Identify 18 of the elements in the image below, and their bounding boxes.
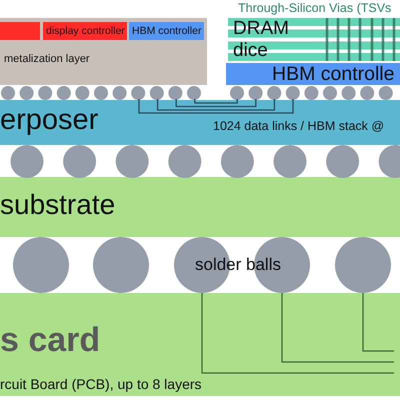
layer-label: metalization layer — [4, 53, 90, 66]
interposer-layer — [0, 100, 400, 145]
controller-block — [43, 22, 127, 40]
tsv-label: Through-Silicon Vias (TSVs — [238, 1, 392, 16]
die-block — [0, 18, 207, 85]
logic-block — [0, 22, 40, 40]
controller-block — [129, 22, 204, 40]
substrate-layer — [0, 177, 400, 237]
controller-block — [226, 63, 400, 85]
layer-title: s card — [0, 321, 100, 360]
bandwidth-note: 1024 data links / HBM stack @ — [213, 119, 384, 134]
controller-label: display controller — [46, 25, 125, 38]
layer-title: erposer — [0, 104, 98, 138]
circuit-board-layer — [0, 293, 400, 396]
controller-label: HBM controller — [132, 25, 202, 38]
layer-description: rcuit Board (PCB), up to 8 layers — [0, 376, 202, 392]
controller-label: HBM controlle — [272, 63, 394, 85]
layer-title: substrate — [0, 189, 116, 222]
